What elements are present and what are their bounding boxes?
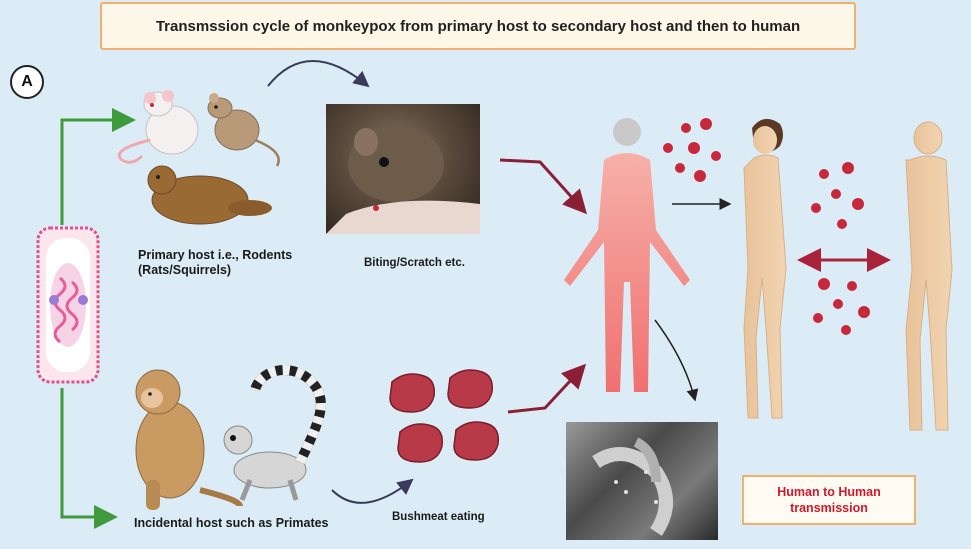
- white-rat-icon: [117, 90, 199, 164]
- bushmeat-label: Bushmeat eating: [392, 511, 485, 523]
- human-to-human-line1: Human to Human: [777, 485, 881, 499]
- virus-cell-icon: [36, 226, 100, 384]
- lemur-icon: [223, 365, 326, 501]
- arrow-to-lesion: [654, 319, 699, 402]
- infected-human-icon: [564, 118, 690, 392]
- biting-label: Biting/Scratch etc.: [364, 257, 465, 269]
- figure-title: Transmssion cycle of monkeypox from prim…: [100, 2, 856, 50]
- green-arrows: [60, 108, 136, 529]
- primary-host-line2: (Rats/Squirrels): [138, 263, 232, 277]
- arrow-biting-to-human: [499, 158, 588, 215]
- man-icon: [905, 121, 953, 431]
- arrow-bushmeat-to-human: [507, 363, 587, 414]
- primary-host-line1: Primary host i.e., Rodents: [138, 248, 293, 262]
- marmot-icon: [147, 165, 272, 225]
- incidental-host-label: Incidental host such as Primates: [134, 516, 329, 530]
- biting-photo: [326, 104, 480, 234]
- arrow-to-biting: [267, 60, 370, 88]
- panel-letter: A: [10, 65, 44, 99]
- arrow-to-bushmeat: [331, 478, 414, 504]
- brown-mouse-icon: [207, 93, 280, 167]
- woman-icon: [743, 118, 787, 419]
- virus-particles-1: [663, 118, 721, 182]
- monkey-icon: [135, 369, 243, 510]
- primary-host-label: Primary host i.e., Rodents (Rats/Squirre…: [138, 248, 292, 278]
- bushmeat-icon: [389, 369, 500, 463]
- human-to-human-box: Human to Human transmission: [742, 475, 916, 525]
- virus-particles-2: [811, 162, 870, 335]
- human-to-human-line2: transmission: [790, 501, 868, 515]
- lesion-photo: [566, 422, 718, 540]
